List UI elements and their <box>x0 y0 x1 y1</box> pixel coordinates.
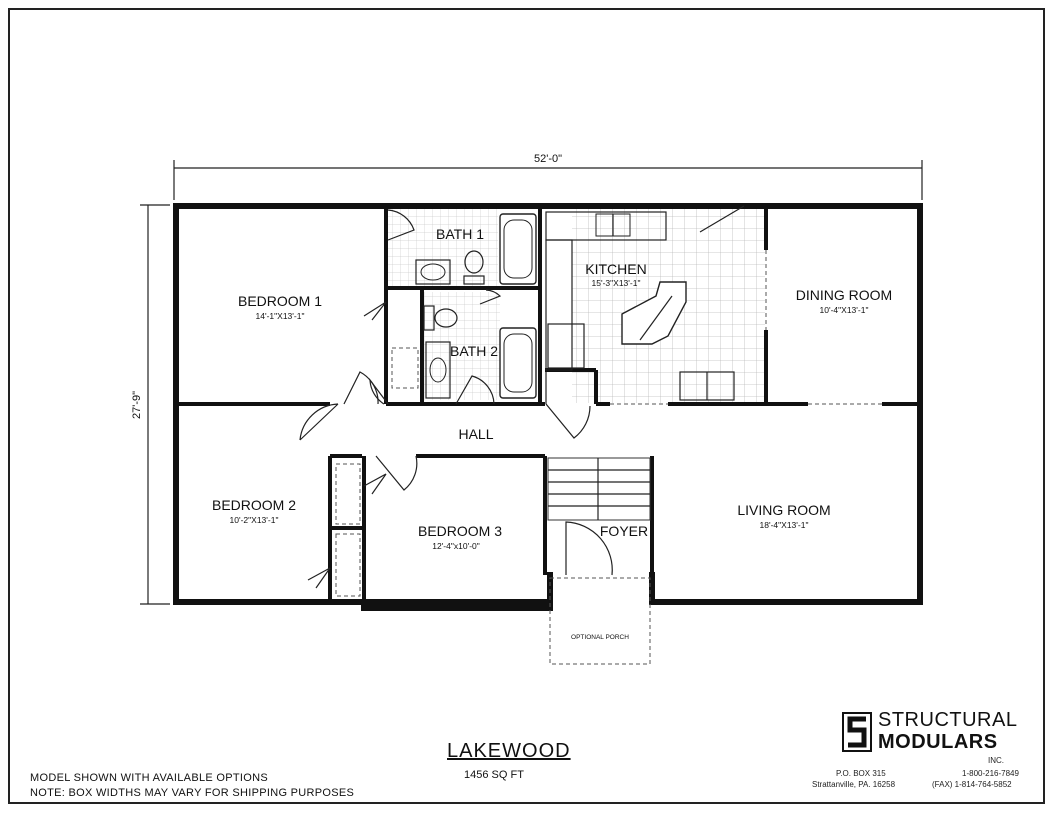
bath1-tile-floor <box>388 208 498 288</box>
closets <box>335 250 882 665</box>
kitchen-label: KITCHEN <box>585 261 646 277</box>
hall-label: HALL <box>458 426 493 442</box>
dimension-depth <box>140 204 170 605</box>
foyer-label: FOYER <box>600 523 648 539</box>
company-logo-icon <box>842 712 872 752</box>
optional-porch-label: OPTIONAL PORCH <box>571 634 629 641</box>
bath1-label: BATH 1 <box>436 226 484 242</box>
living-room-size: 18'-4"X13'-1" <box>760 520 809 530</box>
depth-dimension-label: 27'-9" <box>131 391 143 419</box>
company-name-line2: MODULARS <box>878 731 998 753</box>
width-dimension-label: 52'-0" <box>534 153 562 165</box>
note-line-2: NOTE: BOX WIDTHS MAY VARY FOR SHIPPING P… <box>30 787 355 799</box>
bedroom2-size: 10'-2"X13'-1" <box>230 515 279 525</box>
bedroom3-size: 12'-4"x10'-0" <box>432 541 480 551</box>
doors <box>299 205 745 589</box>
interior-walls <box>176 206 920 602</box>
company-city: Strattanville, PA. 16258 <box>812 780 896 789</box>
bedroom1-label: BEDROOM 1 <box>238 293 322 309</box>
company-name-line1: STRUCTURAL <box>878 709 1018 731</box>
company-suffix: INC. <box>988 756 1004 765</box>
bedroom2-label: BEDROOM 2 <box>212 497 296 513</box>
company-fax: (FAX) 1-814-764-5852 <box>932 780 1012 789</box>
dining-room-size: 10'-4"X13'-1" <box>820 305 869 315</box>
stairs <box>547 457 651 521</box>
bedroom1-size: 14'-1"X13'-1" <box>256 311 305 321</box>
kitchen-size: 15'-3"X13'-1" <box>592 278 641 288</box>
bath2-label: BATH 2 <box>450 343 498 359</box>
drawing-border <box>8 8 1045 804</box>
plan-title: LAKEWOOD <box>447 740 571 762</box>
dining-room-label: DINING ROOM <box>796 287 892 303</box>
living-room-label: LIVING ROOM <box>737 502 830 518</box>
company-po-box: P.O. BOX 315 <box>836 769 886 778</box>
note-line-1: MODEL SHOWN WITH AVAILABLE OPTIONS <box>30 772 268 784</box>
fixtures <box>415 211 735 401</box>
company-phone: 1-800-216-7849 <box>962 769 1019 778</box>
bedroom3-label: BEDROOM 3 <box>418 523 502 539</box>
dimension-width <box>173 160 923 200</box>
plan-area: 1456 SQ FT <box>464 769 524 781</box>
